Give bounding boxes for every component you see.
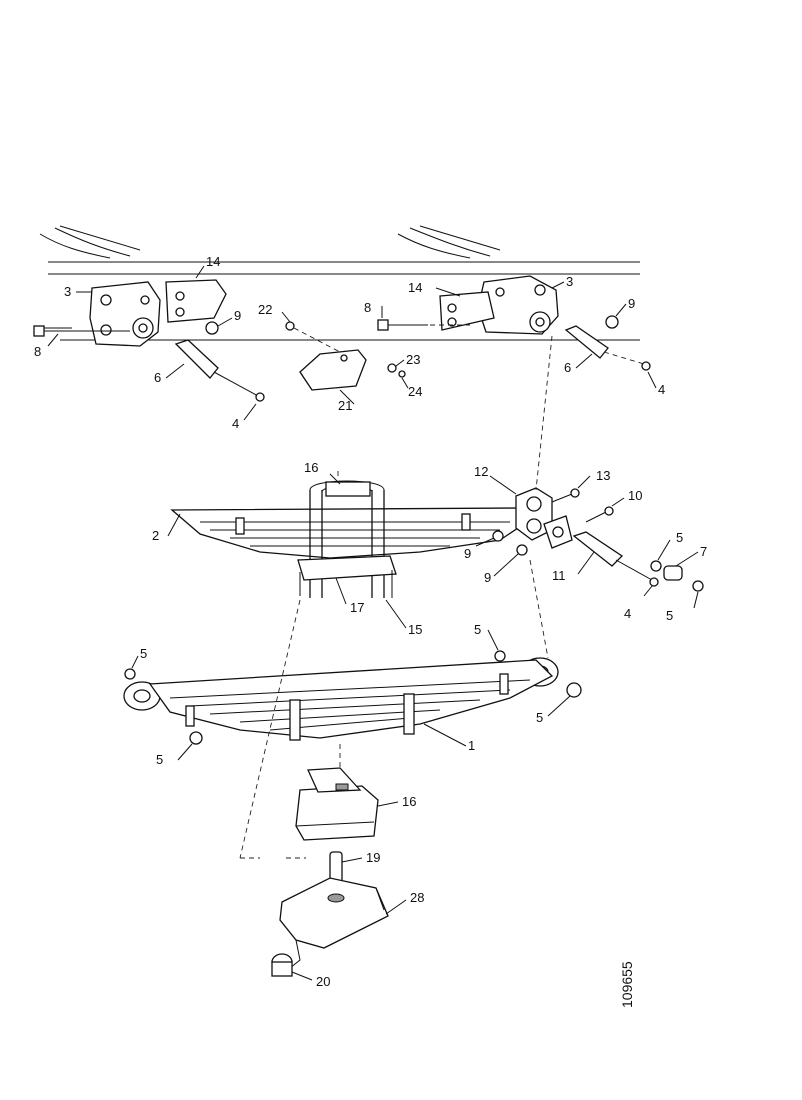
callout-7: 7 [700,544,707,559]
callout-23: 23 [406,352,420,367]
u-bolts-15 [309,480,385,598]
callout-1: 1 [468,738,475,753]
callout-9-shackle-a: 9 [464,546,471,561]
callout-9-left: 9 [234,308,241,323]
nut-24 [398,370,406,378]
shackle-pin-6-right [564,325,645,365]
washer-23 [387,363,397,373]
callout-17: 17 [350,600,364,615]
main-leaf-spring-1 [123,657,559,741]
callout-18: 16 [304,460,318,475]
shackle-pin-6-left [174,339,259,397]
washer-5-shackle-b [692,580,704,592]
callout-5-b: 5 [474,622,481,637]
spring-seat-28 [279,877,389,969]
callout-10: 10 [628,488,642,503]
callout-6-left: 6 [154,370,161,385]
callout-5-d: 5 [156,752,163,767]
bolt-8-left [33,325,130,337]
nut-9-shackle-a [492,530,504,542]
bracket-21 [299,349,367,391]
reference-code: 109655 [619,961,635,1008]
callout-28: 28 [410,890,424,905]
bolt-13 [551,488,580,503]
callout-4-right: 4 [658,382,665,397]
nut-9-left [205,321,219,335]
callout-3-left: 3 [64,284,71,299]
washer-5-b [494,650,506,662]
frame-rail [39,225,640,341]
callout-5-a: 5 [140,646,147,661]
callout-8-left: 8 [34,344,41,359]
washer-5-a [124,668,136,680]
spacer-block-16 [295,767,379,841]
callout-5-c: 5 [536,710,543,725]
callout-5-shackle: 5 [676,530,683,545]
bracket-14-right [439,291,495,331]
bolt-10 [585,506,614,523]
callout-8-right: 8 [364,300,371,315]
washer-5-d [189,731,203,745]
front-hanger-bracket-left [89,281,161,347]
callout-2: 2 [152,528,159,543]
callout-labels: 3 14 9 8 6 4 22 21 23 24 8 14 3 9 6 4 16… [34,254,707,989]
callout-22: 22 [258,302,272,317]
callout-20: 20 [316,974,330,989]
assembly-guide-lines [239,335,553,859]
clamp-plate-17 [297,555,397,598]
shackle-pin-11 [572,531,653,581]
callout-6-right: 6 [564,360,571,375]
shackle-12 [515,487,553,541]
bump-stop-20 [271,953,293,977]
callout-14-right: 14 [408,280,422,295]
callout-9-shackle-b: 9 [484,570,491,585]
grease-nipple-4-shackle [649,577,659,587]
callout-19: 19 [366,850,380,865]
callout-21: 21 [338,398,352,413]
callout-16: 16 [402,794,416,809]
nut-9-right [605,315,619,329]
bracket-14-left [165,279,227,323]
callout-24: 24 [408,384,422,399]
helper-spring-2 [170,507,531,559]
callout-5-shackle-b: 5 [666,608,673,623]
grease-nipple-4-left [255,392,265,402]
nut-9-shackle-b [516,544,528,556]
callout-12: 12 [474,464,488,479]
grease-nipple-4-right [641,361,651,371]
washer-5-shackle [650,560,662,572]
callout-9-right: 9 [628,296,635,311]
bolt-8-right [377,319,470,331]
callout-11: 11 [552,568,566,583]
shackle-link [543,515,573,549]
callout-15: 15 [408,622,422,637]
callout-14-left: 14 [206,254,220,269]
washer-5-c [566,682,582,698]
callout-3-right: 3 [566,274,573,289]
bushing-7 [663,565,683,581]
callout-4-shackle: 4 [624,606,631,621]
callout-13: 13 [596,468,610,483]
bolt-22 [285,321,341,353]
leader-lines [47,265,699,981]
callout-4-left: 4 [232,416,239,431]
